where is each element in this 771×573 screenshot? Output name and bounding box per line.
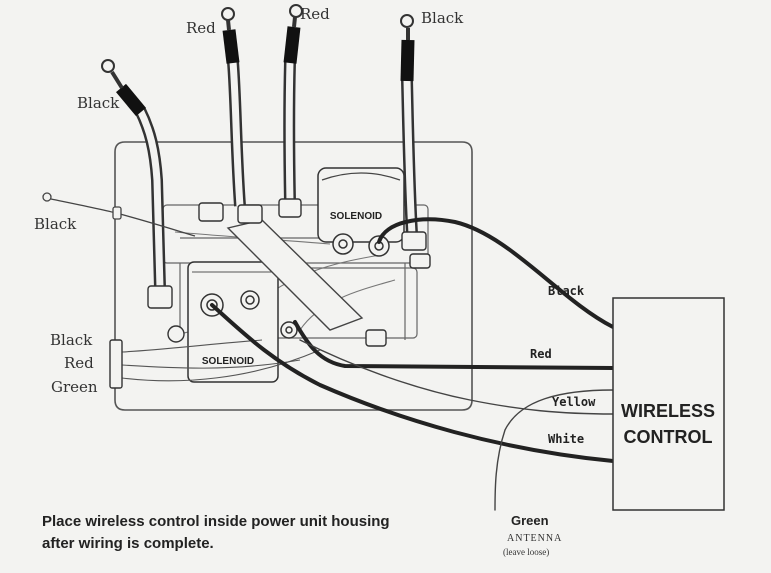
- black-cable-left: [101, 59, 166, 289]
- control-wires: [210, 217, 615, 511]
- terminal-nuts: [147, 198, 431, 347]
- terminal-nut-icon: [409, 253, 431, 269]
- control-box-line2: CONTROL: [624, 427, 713, 447]
- terminal-nut-icon: [278, 198, 302, 218]
- left-connector: [109, 339, 321, 389]
- instruction-line-1: Place wireless control inside power unit…: [42, 513, 390, 530]
- label-antenna-note: (leave loose): [503, 547, 549, 557]
- label-antenna: ANTENNA: [507, 533, 562, 544]
- label-black-cable-right: Black: [421, 9, 464, 27]
- solenoid-terminals: [200, 233, 390, 339]
- terminal-post-center: [338, 239, 348, 249]
- black-cable-right: [400, 14, 418, 235]
- label-wire-white: White: [548, 432, 584, 446]
- ring-terminal-icon: [289, 4, 303, 18]
- white-control-wire: [210, 303, 615, 463]
- label-black-cable-left: Black: [77, 94, 120, 112]
- label-connector-black: Black: [50, 331, 93, 349]
- ring-terminal-icon: [101, 59, 115, 73]
- ring-terminal-icon: [42, 192, 52, 202]
- red-cable-right: [283, 4, 303, 203]
- instruction-line-2: after wiring is complete.: [42, 535, 214, 552]
- label-black-thin-lead: Black: [34, 215, 77, 233]
- black-thin-lead: [42, 192, 196, 237]
- label-wire-yellow: Yellow: [552, 395, 596, 409]
- terminal-nut-icon: [147, 285, 173, 309]
- terminal-nut-icon: [237, 204, 263, 224]
- black-control-wire: [377, 217, 615, 329]
- red-cable-left: [221, 7, 246, 207]
- upper-solenoid-body: [317, 167, 405, 243]
- terminal-nut-icon: [167, 325, 185, 343]
- terminal-post-center: [285, 326, 293, 334]
- control-box-line1: WIRELESS: [621, 401, 715, 421]
- label-red-cable-left: Red: [186, 19, 216, 37]
- terminal-post-center: [245, 295, 255, 305]
- yellow-control-wire: [299, 339, 614, 415]
- terminal-nut-icon: [365, 329, 387, 347]
- lower-solenoid-label: SOLENOID: [202, 356, 254, 367]
- upper-solenoid-label: SOLENOID: [330, 211, 382, 222]
- terminal-nut-icon: [401, 231, 427, 251]
- label-antenna-color: Green: [511, 513, 549, 528]
- power-unit-housing: [114, 141, 473, 411]
- upper-solenoid: SOLENOID: [317, 167, 405, 243]
- connector-plug-icon: [109, 339, 123, 389]
- terminal-nut-icon: [198, 202, 224, 222]
- label-connector-red: Red: [64, 354, 94, 372]
- label-wire-red: Red: [530, 347, 552, 361]
- wire-clip-icon: [112, 206, 122, 220]
- label-red-cable-right: Red: [300, 5, 330, 23]
- wireless-control-box: WIRELESS CONTROL: [612, 297, 725, 511]
- ring-terminal-icon: [221, 7, 235, 21]
- red-control-wire: [293, 320, 615, 370]
- ring-terminal-icon: [400, 14, 414, 28]
- label-connector-green: Green: [51, 378, 98, 396]
- label-wire-black: Black: [548, 284, 585, 298]
- green-antenna-wire: [494, 389, 614, 511]
